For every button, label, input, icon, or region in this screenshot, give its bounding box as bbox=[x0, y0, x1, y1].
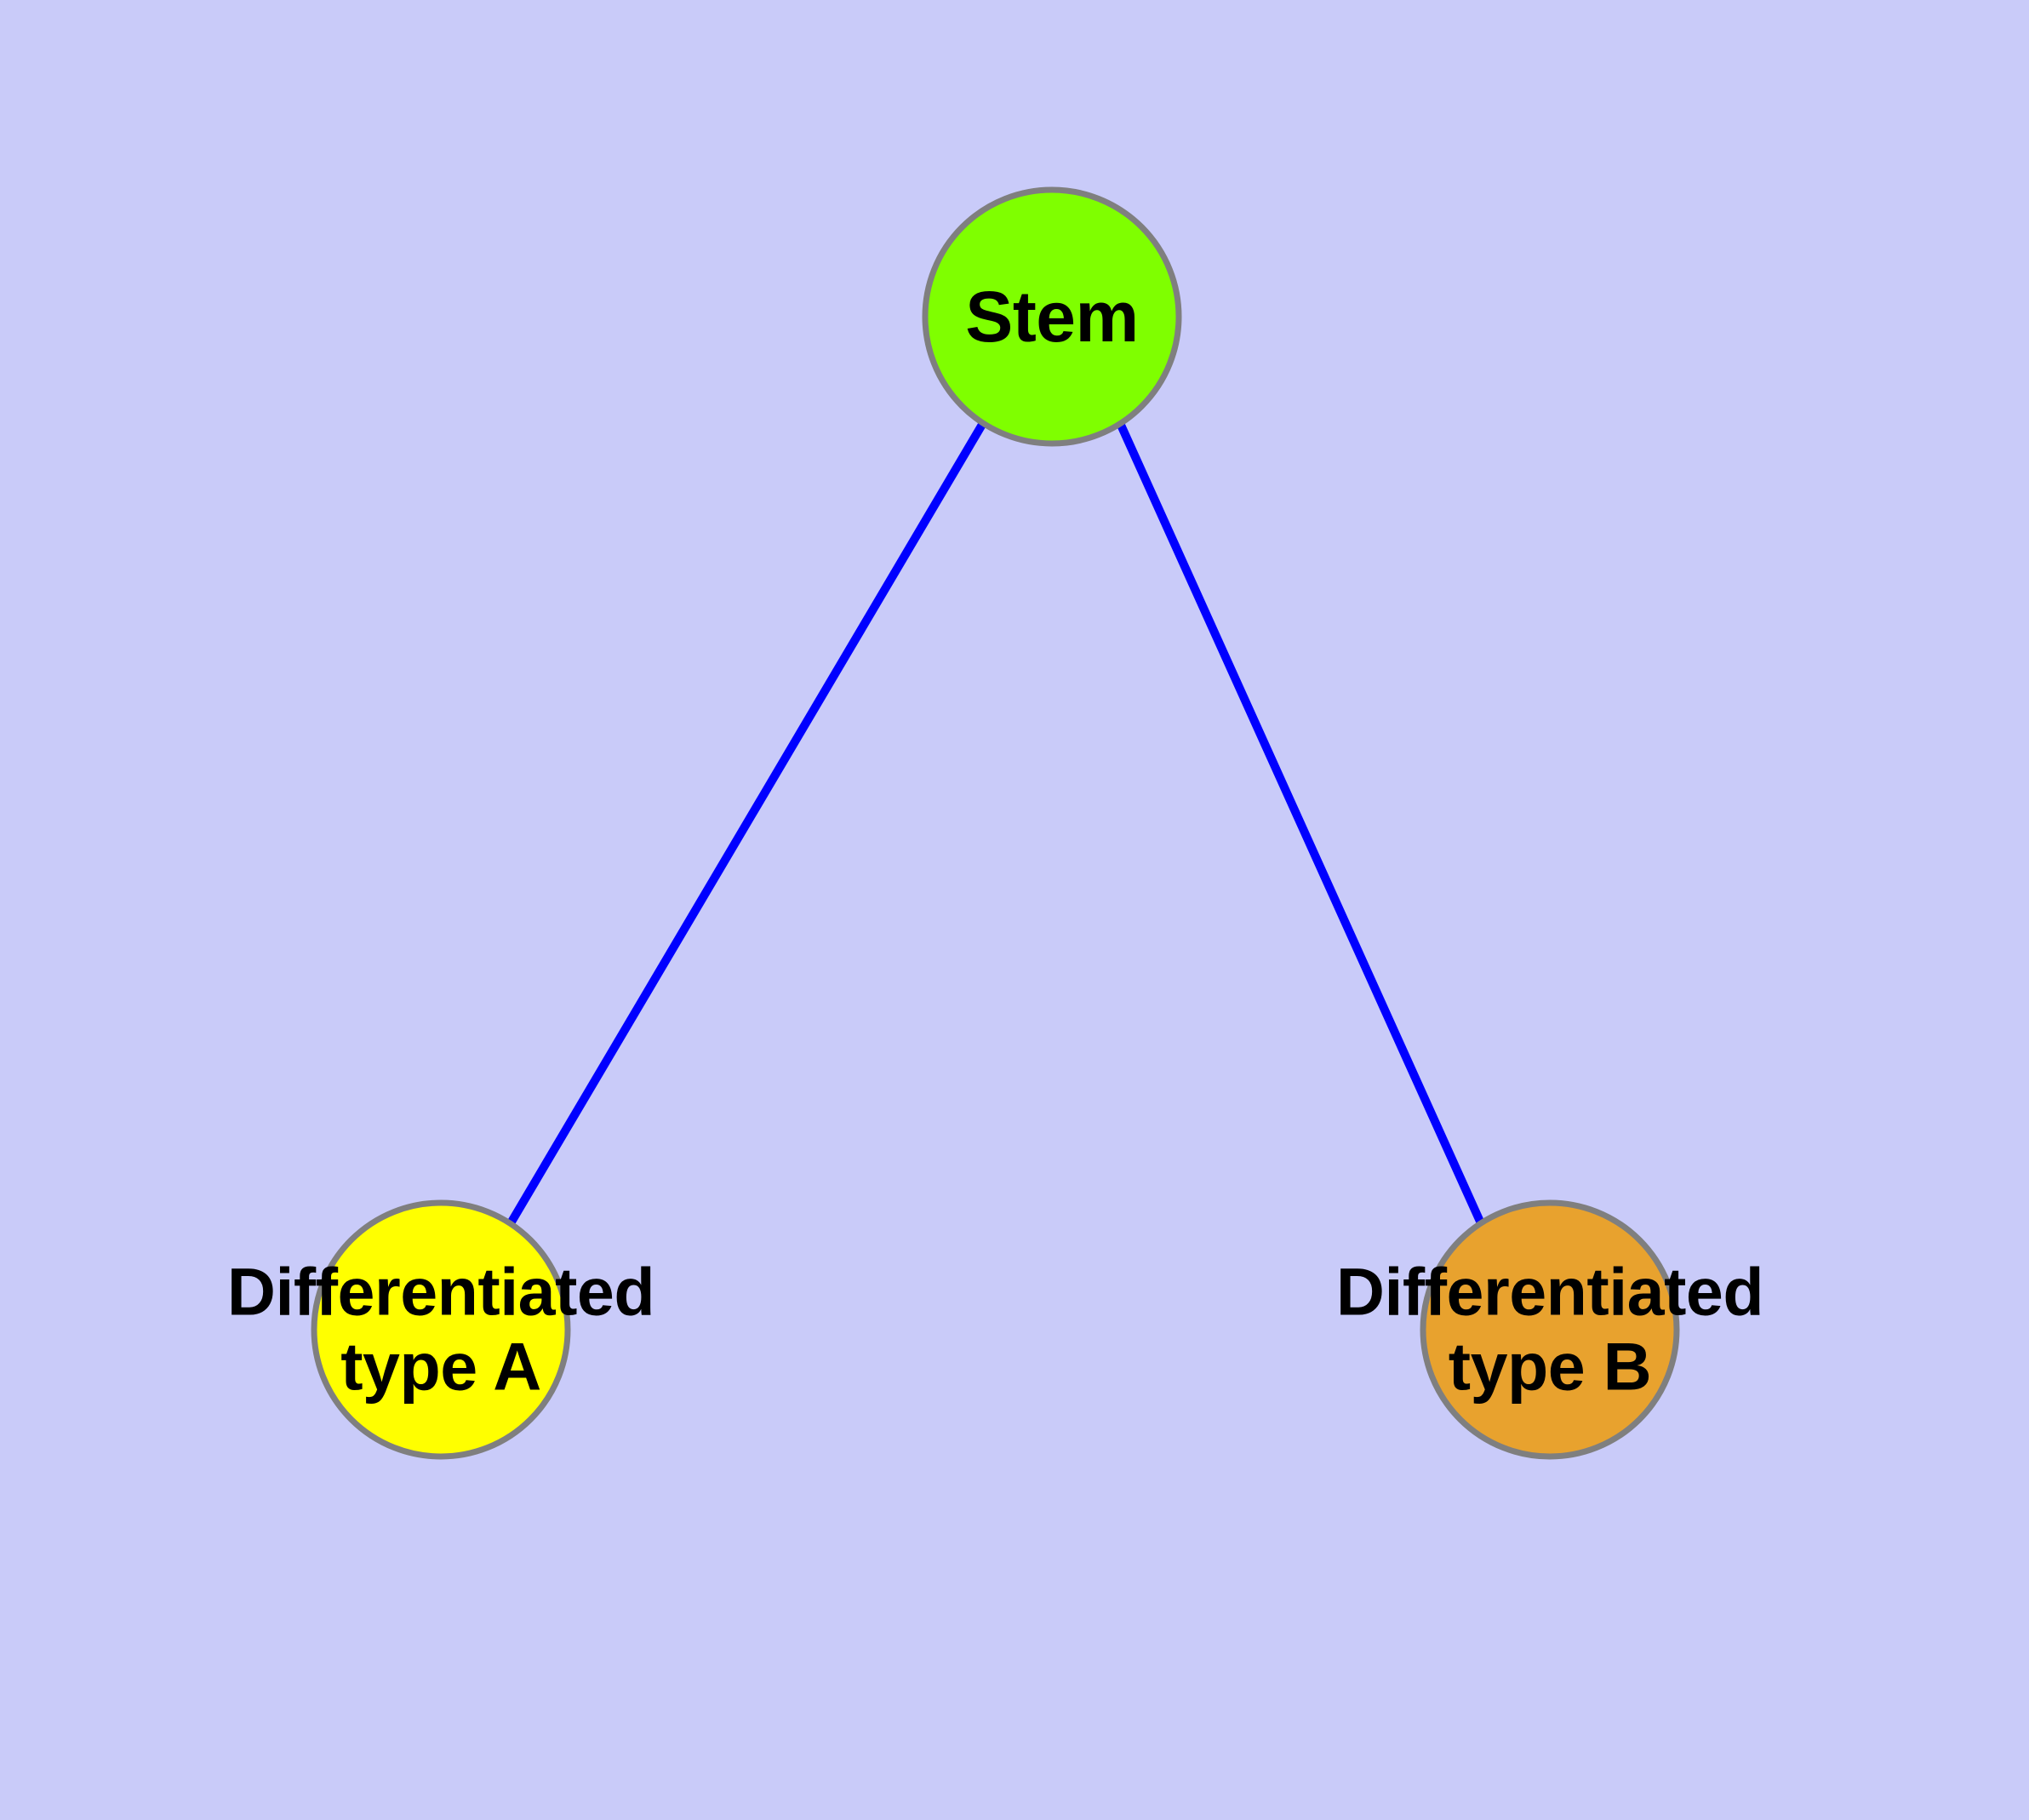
node-layer bbox=[311, 186, 1680, 1460]
edge-layer bbox=[506, 421, 1485, 1226]
node-differentiated-type-a[interactable] bbox=[311, 1199, 571, 1460]
node-stem[interactable] bbox=[922, 186, 1182, 447]
edge-stem-to-differentiated-type-b[interactable] bbox=[1116, 421, 1485, 1226]
node-differentiated-type-b[interactable] bbox=[1420, 1199, 1680, 1460]
edge-stem-to-differentiated-type-a[interactable] bbox=[506, 421, 987, 1226]
